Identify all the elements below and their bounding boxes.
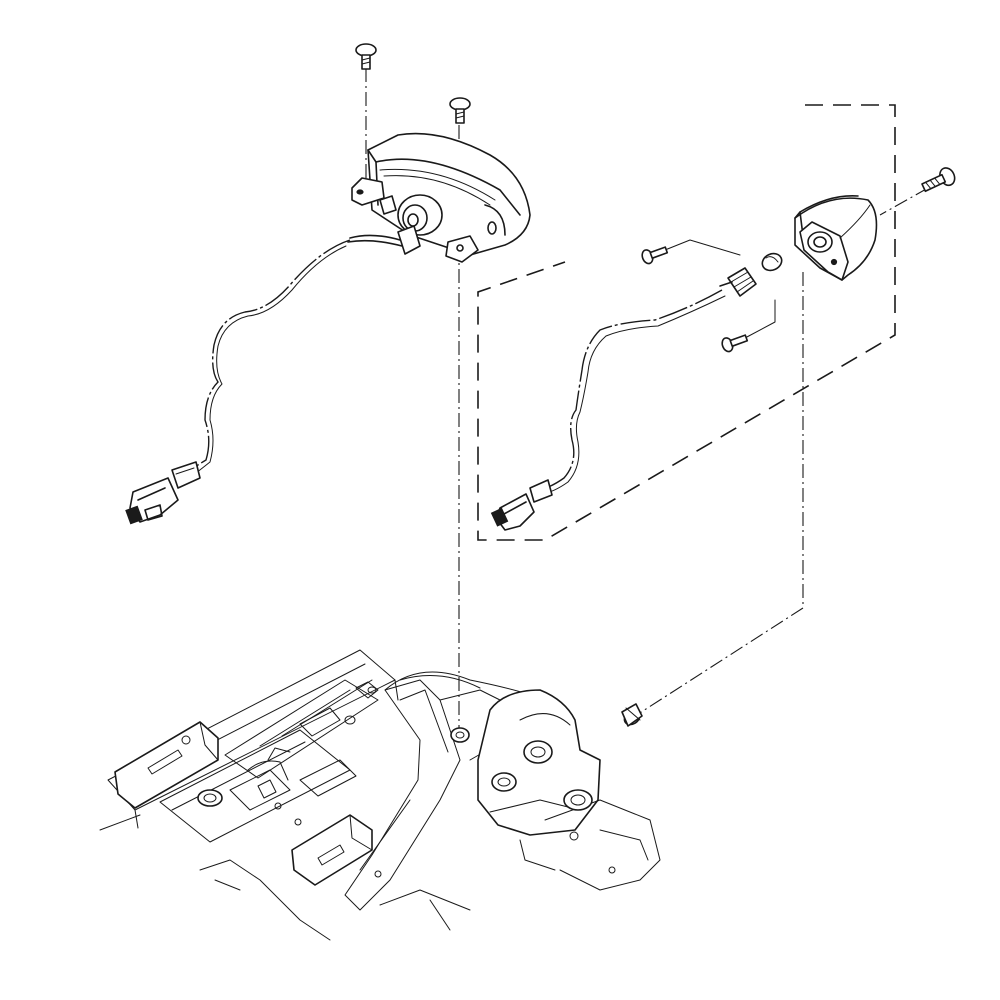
wire-harness-left: [187, 239, 351, 473]
wire-harness-right-2: [541, 295, 726, 495]
screw-icon: [641, 246, 669, 265]
screw-icon: [449, 97, 471, 124]
screw-icon: [355, 43, 377, 70]
connector-icon: [490, 479, 553, 531]
alignment-line-screw-left: [664, 239, 741, 256]
wire-harness-left-2: [191, 245, 347, 477]
side-lamp-icon: [794, 195, 878, 281]
alignment-line-right-lamp: [631, 272, 804, 719]
screw-icon: [721, 334, 749, 353]
connector-icon: [125, 461, 201, 525]
screw-icon: [921, 167, 956, 193]
frame-icon: [99, 649, 661, 941]
kit-boundary-dashed: [477, 104, 896, 541]
clip-icon: [621, 703, 643, 727]
socket-icon: [719, 267, 757, 297]
bulb-icon: [761, 252, 783, 272]
wire-harness-right: [537, 289, 723, 491]
alignment-line-screw-lower: [744, 299, 776, 339]
alignment-line-top-screw: [879, 187, 929, 216]
fog-lamp-icon: [347, 132, 531, 263]
